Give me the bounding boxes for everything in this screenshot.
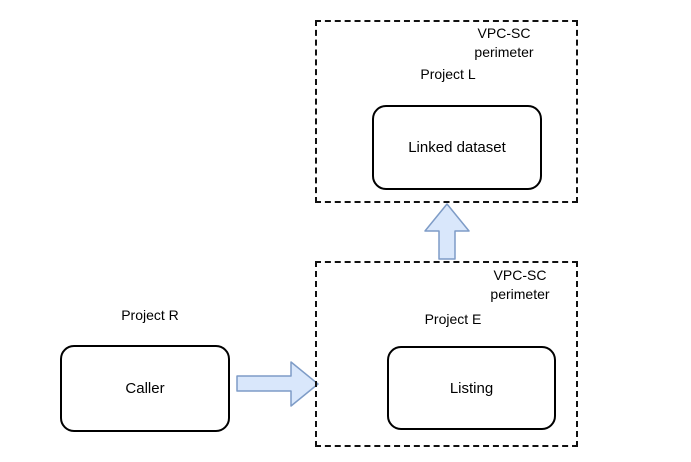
linked-dataset-node-label: Linked dataset [408, 139, 506, 156]
listing-node: Listing [387, 346, 556, 430]
listing-node-label: Listing [449, 379, 494, 397]
caller-node-label: Caller [125, 380, 165, 397]
vpc-sc-perimeter-bottom-label: VPC-SC perimeter [465, 266, 575, 304]
caller-node: Caller [60, 345, 230, 432]
project-l-label: Project L [420, 66, 476, 82]
project-r-label: Project R [121, 307, 179, 323]
arrow-up-icon [424, 203, 470, 260]
vpc-sc-perimeter-top: VPC-SC perimeter Project L Linked datase… [315, 20, 578, 203]
vpc-sc-perimeter-bottom: VPC-SC perimeter Project E Listing [315, 261, 578, 447]
vpc-sc-perimeter-top-label: VPC-SC perimeter [439, 24, 569, 62]
arrow-right-shape [236, 361, 319, 407]
vpc-sc-perimeter-top-label-line2: perimeter [474, 44, 534, 60]
arrow-up-shape [424, 203, 470, 260]
linked-dataset-node: Linked dataset [372, 105, 542, 190]
arrow-right-icon [236, 361, 319, 407]
vpc-sc-perimeter-top-label-line1: VPC-SC [477, 25, 531, 41]
project-e-label: Project E [424, 311, 482, 327]
vpc-sc-perimeter-bottom-label-line2: perimeter [490, 286, 550, 302]
vpc-sc-perimeter-bottom-label-line1: VPC-SC [493, 267, 547, 283]
